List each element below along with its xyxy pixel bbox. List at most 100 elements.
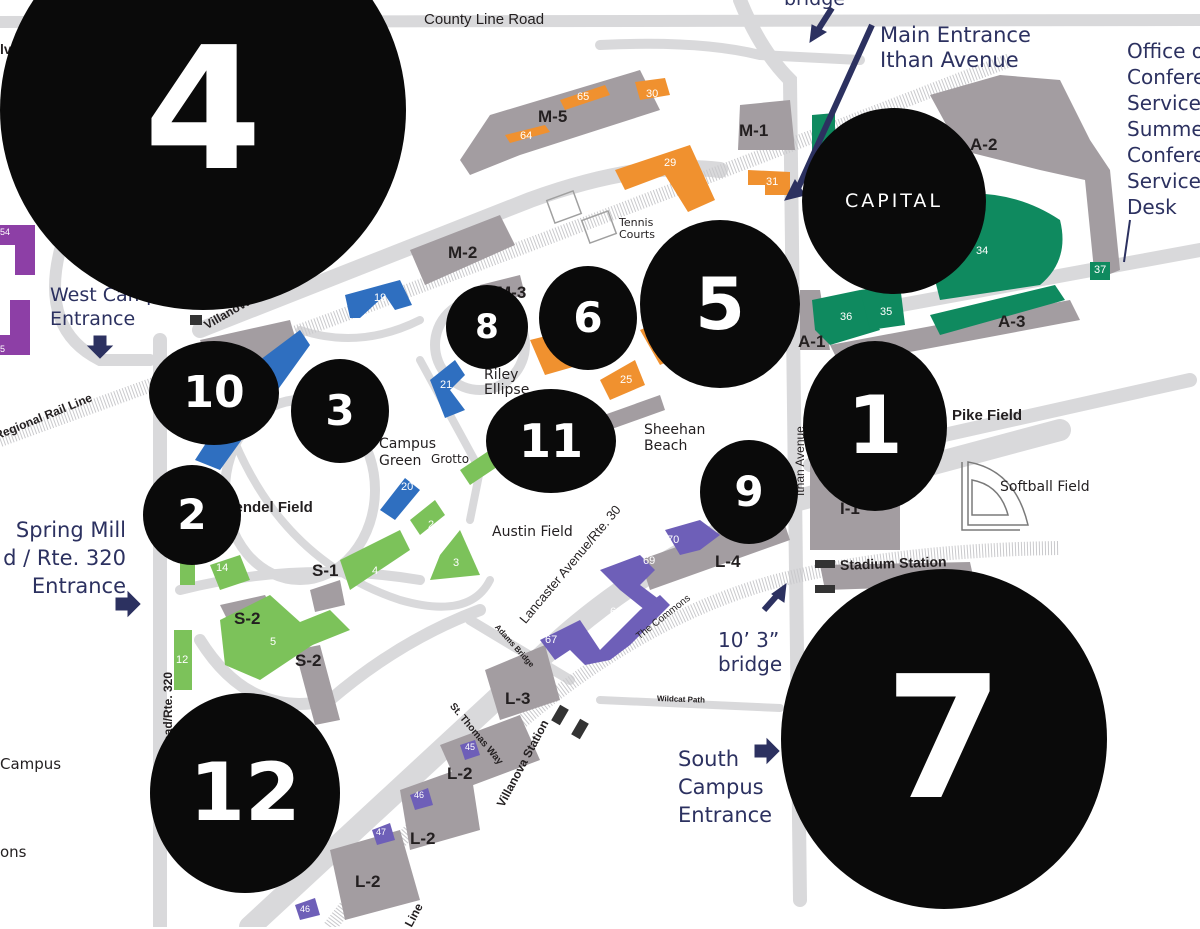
- marker-9[interactable]: 9: [700, 440, 798, 544]
- purple-buildings: [295, 520, 720, 920]
- lot-s1[interactable]: S-1: [312, 561, 339, 580]
- lot-l4[interactable]: L-4: [715, 552, 741, 571]
- lot-l3[interactable]: L-3: [505, 689, 531, 708]
- marker-2-label: 2: [177, 490, 207, 539]
- building-45[interactable]: 45: [465, 742, 476, 752]
- marker-1[interactable]: 1: [803, 341, 947, 511]
- building-3[interactable]: 3: [453, 557, 460, 569]
- building-68[interactable]: 68: [610, 606, 623, 618]
- west-campus-line2: Entrance: [50, 308, 136, 330]
- marker-10[interactable]: 10: [149, 341, 279, 445]
- building-36[interactable]: 36: [840, 311, 853, 323]
- riley-ellipse-label: Riley Ellipse: [484, 368, 529, 398]
- south-campus-line1: South: [678, 747, 740, 771]
- building-19[interactable]: 19: [374, 292, 387, 304]
- tennis-line2: Courts: [619, 228, 655, 241]
- building-37[interactable]: 37: [1094, 264, 1107, 276]
- grotto-label: Grotto: [431, 452, 470, 466]
- softball-field-label: Softball Field: [1000, 479, 1090, 495]
- tennis-line1: Tennis: [619, 216, 654, 229]
- lot-l2-a[interactable]: L-2: [447, 764, 473, 783]
- lot-a3[interactable]: A-3: [998, 312, 1026, 331]
- office-line4: Summe: [1127, 117, 1200, 141]
- building-12[interactable]: 12: [176, 654, 189, 666]
- building-29[interactable]: 29: [664, 157, 677, 169]
- building-21[interactable]: 21: [440, 379, 453, 391]
- office-line1: Office o: [1127, 39, 1200, 63]
- marker-7-label: 7: [884, 640, 1004, 838]
- marker-5[interactable]: 5: [640, 220, 800, 388]
- road-label-wildcat-path: Wildcat Path: [656, 694, 706, 705]
- building-30[interactable]: 30: [646, 88, 659, 100]
- building-5[interactable]: 5: [270, 636, 277, 648]
- building-46[interactable]: 46: [414, 790, 425, 800]
- sheehan-line2: Beach: [644, 438, 688, 454]
- lot-l2-b[interactable]: L-2: [410, 829, 436, 848]
- marker-1-label: 1: [847, 379, 903, 472]
- building-54[interactable]: 54: [0, 227, 11, 237]
- marker-11[interactable]: 11: [486, 389, 616, 493]
- building-20[interactable]: 20: [401, 481, 414, 493]
- building-31[interactable]: 31: [766, 176, 779, 188]
- building-47[interactable]: 47: [376, 827, 387, 837]
- building-64[interactable]: 64: [520, 130, 533, 142]
- building-2[interactable]: 2: [428, 519, 435, 531]
- building-69[interactable]: 69: [643, 555, 656, 567]
- bridge-height-label: 10’ 3” bridge: [718, 628, 782, 676]
- marker-3-label: 3: [325, 386, 355, 435]
- building-25[interactable]: 25: [620, 374, 633, 386]
- office-line2: Confere: [1127, 65, 1200, 89]
- sheehan-line1: Sheehan: [644, 422, 706, 438]
- lot-m2[interactable]: M-2: [448, 243, 478, 262]
- station-blocks: [190, 315, 835, 740]
- marker-4[interactable]: 4: [0, 0, 406, 310]
- lot-m1[interactable]: M-1: [739, 121, 769, 140]
- marker-6[interactable]: 6: [539, 266, 637, 370]
- softball-field-outline: [961, 461, 1029, 531]
- building-14[interactable]: 14: [216, 562, 229, 574]
- south-campus-line3: Entrance: [678, 803, 773, 827]
- campus-green-line1: Campus: [379, 436, 437, 452]
- marker-5-label: 5: [694, 262, 746, 346]
- marker-12[interactable]: 12: [150, 693, 340, 893]
- building-34[interactable]: 34: [976, 245, 989, 257]
- bridge-height-line2: bridge: [718, 652, 783, 676]
- south-campus-line2: Campus: [678, 775, 764, 799]
- marker-8[interactable]: 8: [446, 285, 528, 369]
- office-conference-services-label: Office o Confere Service Summe Confere S…: [1127, 38, 1200, 220]
- pike-field-label: Pike Field: [952, 407, 1023, 424]
- riley-line1: Riley: [484, 367, 519, 383]
- building-4[interactable]: 4: [372, 565, 379, 577]
- marker-capital-label: CAPITAL: [844, 189, 944, 212]
- spring-mill-entrance-label: Spring Mill d / Rte. 320 Entrance: [0, 516, 126, 600]
- marker-7[interactable]: 7: [781, 569, 1107, 909]
- office-line5: Confere: [1127, 143, 1200, 167]
- marker-capital[interactable]: CAPITAL: [802, 108, 986, 294]
- lot-a1[interactable]: A-1: [798, 332, 826, 351]
- main-entrance-line2: Ithan Avenue: [880, 48, 1019, 72]
- lot-s2-a[interactable]: S-2: [234, 609, 261, 628]
- lot-a2[interactable]: A-2: [970, 135, 998, 154]
- austin-field-label: Austin Field: [492, 524, 573, 540]
- building-48[interactable]: 46: [300, 904, 311, 914]
- marker-11-label: 11: [518, 414, 583, 468]
- tennis-courts-label: Tennis Courts: [619, 217, 655, 241]
- spring-mill-line2: d / Rte. 320: [3, 546, 126, 570]
- marker-2[interactable]: 2: [143, 465, 241, 565]
- lot-m5[interactable]: M-5: [538, 107, 568, 126]
- spring-mill-line3: Entrance: [31, 574, 126, 598]
- campus-green-label: Campus Green: [379, 436, 436, 470]
- marker-12-label: 12: [189, 746, 301, 839]
- marker-8-label: 8: [475, 307, 499, 347]
- building-70[interactable]: 70: [667, 534, 680, 546]
- lot-l2-c[interactable]: L-2: [355, 872, 381, 891]
- building-65[interactable]: 65: [577, 91, 590, 103]
- marker-3[interactable]: 3: [291, 359, 389, 463]
- marker-10-label: 10: [183, 367, 245, 418]
- building-35[interactable]: 35: [880, 306, 893, 318]
- building-55[interactable]: 5: [0, 344, 6, 354]
- lot-s2-b[interactable]: S-2: [295, 651, 322, 670]
- office-line6: Service: [1127, 169, 1200, 193]
- building-67[interactable]: 67: [545, 634, 558, 646]
- spring-mill-line1: Spring Mill: [15, 518, 126, 542]
